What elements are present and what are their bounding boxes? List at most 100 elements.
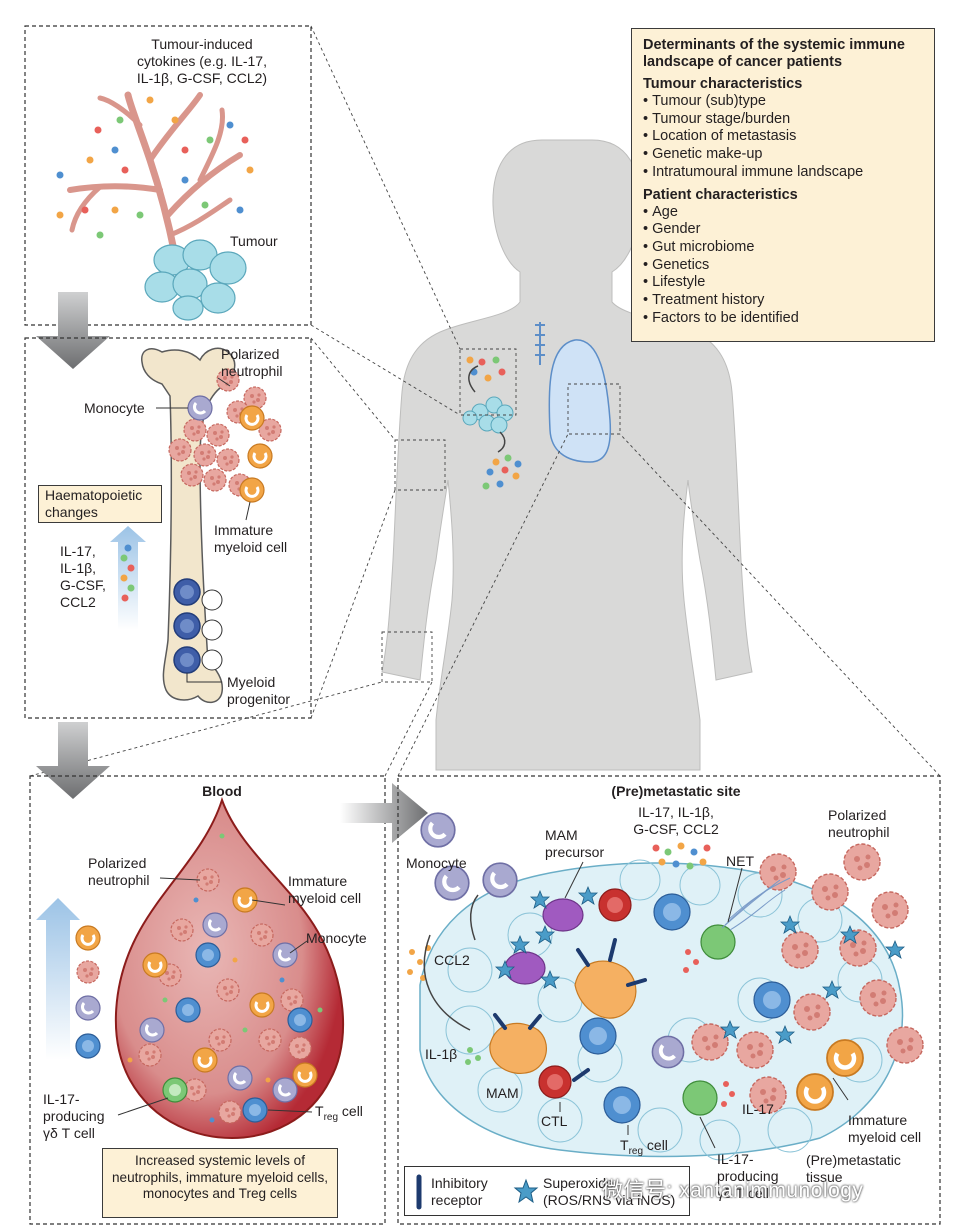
left-monocyte [74, 994, 102, 1022]
cytokines-label-2: cytokines (e.g. IL-17, [137, 53, 267, 69]
cytokines-label-3: IL-1β, G-CSF, CCL2) [137, 70, 267, 86]
right-arrow [340, 783, 428, 843]
list-item: Tumour (sub)type [643, 93, 924, 111]
tumour-panel [24, 25, 312, 326]
body-cytokine-dots [466, 356, 522, 490]
list-item: Gender [643, 221, 924, 239]
bone-progenitor-1: Myeloid [227, 674, 275, 690]
blood-title: Blood [202, 783, 242, 799]
watermark: 微信号: xantanimmunology [602, 1179, 864, 1202]
bone-cytokine-dots [120, 544, 135, 602]
metastatic-panel [397, 775, 941, 1225]
bone-polarized-2: neutrophil [221, 363, 283, 379]
blood-increase-arrow [36, 898, 80, 1060]
patient-characteristics-list: Age Gender Gut microbiome Genetics Lifes… [643, 204, 924, 328]
bone-immature-1: Immature [214, 522, 273, 538]
blood-immature-2: myeloid cell [288, 890, 361, 906]
metastatic-cells [421, 813, 924, 1124]
legend-inhibitory-2: receptor [431, 1192, 483, 1208]
cytokine-up-arrow [110, 526, 146, 630]
blood-treg-label: Treg cell [315, 1103, 363, 1123]
bone-progenitor-2: progenitor [227, 691, 290, 707]
bone-monocyte: Monocyte [84, 400, 145, 416]
list-item: Age [643, 204, 924, 222]
legend: Inhibitory receptor Superoxide (ROS/RNS … [404, 1166, 690, 1216]
met-il17prod-1: IL-17- [717, 1151, 754, 1167]
tumour-cytokine-dots [56, 96, 254, 239]
list-item: Lifestyle [643, 274, 924, 292]
met-mam-precursor-2: precursor [545, 844, 604, 860]
list-item: Genetics [643, 257, 924, 275]
determinants-title: Determinants of the systemic immune land… [643, 37, 905, 70]
patient-characteristics-heading: Patient characteristics [643, 186, 798, 203]
met-il1b: IL-1β [425, 1046, 457, 1062]
body-tumour-cluster [462, 396, 514, 434]
list-item: Location of metastasis [643, 128, 924, 146]
list-item: Factors to be identified [643, 310, 924, 328]
met-tissue-1: (Pre)metastatic [806, 1152, 901, 1168]
legend-superoxide-2: (ROS/RNS via iNOS) [543, 1192, 676, 1208]
human-body [381, 139, 753, 771]
list-item: Treatment history [643, 292, 924, 310]
met-treg-label: Treg cell [620, 1137, 668, 1157]
tumour-label: Tumour [230, 233, 278, 249]
blood-panel [29, 775, 386, 1225]
bone-marrow-cells [168, 368, 282, 674]
blood-dots [127, 833, 323, 1123]
bone-cyto-3: G-CSF, [60, 577, 106, 593]
tumour-cells [144, 239, 247, 321]
blood-monocyte: Monocyte [306, 930, 367, 946]
met-immature-1: Immature [848, 1112, 907, 1128]
tumour-characteristics-heading: Tumour characteristics [643, 76, 803, 92]
zoom-guides [29, 25, 941, 777]
met-il17: IL-17 [742, 1101, 774, 1117]
tumour-characteristics-list: Tumour (sub)type Tumour stage/burden Loc… [643, 93, 924, 182]
inhibitory-receptors [493, 938, 647, 1082]
met-il17prod-3: γδ T cell [717, 1185, 769, 1201]
met-net: NET [726, 853, 754, 869]
bone [141, 347, 236, 704]
list-item: Gut microbiome [643, 239, 924, 257]
met-ccl2: CCL2 [434, 952, 470, 968]
met-il17prod-2: producing [717, 1168, 779, 1184]
left-treg [75, 1033, 101, 1059]
bone-polarized-1: Polarized [221, 346, 279, 362]
metastatic-title: (Pre)metastatic site [611, 783, 740, 799]
legend-superoxide-1: Superoxide [543, 1175, 614, 1191]
superoxide-icon [513, 1178, 539, 1204]
inhibitory-receptor-icon [416, 1174, 422, 1210]
tumour-vessel [67, 91, 243, 259]
list-item: Genetic make-up [643, 146, 924, 164]
legend-inhibitory-1: Inhibitory [431, 1175, 488, 1191]
down-arrow-1 [36, 292, 110, 369]
met-cyto-1: IL-17, IL-1β, [638, 804, 714, 820]
metastatic-cyto-dots [407, 842, 735, 1107]
left-neutrophil [76, 960, 100, 984]
systemic-levels-summary: Increased systemic levels of neutrophils… [102, 1148, 338, 1218]
net-strands [721, 877, 791, 931]
body-zoom-lung [567, 383, 621, 435]
down-arrow-2 [36, 722, 110, 799]
bone-cyto-4: CCL2 [60, 594, 96, 610]
bone-panel [24, 337, 312, 719]
met-ctl: CTL [541, 1113, 568, 1129]
body-zoom-tumour [459, 348, 517, 416]
left-immature-cell [74, 924, 102, 952]
met-mam: MAM [486, 1085, 519, 1101]
body-zoom-blood [381, 631, 433, 683]
met-tissue-2: tissue [806, 1169, 843, 1185]
bone-cyto-1: IL-17, [60, 543, 96, 559]
met-cyto-2: G-CSF, CCL2 [633, 821, 719, 837]
bone-cyto-2: IL-1β, [60, 560, 96, 576]
blood-immature-1: Immature [288, 873, 347, 889]
blood-drop [114, 796, 345, 1140]
met-mam-precursor-1: MAM [545, 827, 578, 843]
met-polarized-1: Polarized [828, 807, 886, 823]
met-immature-2: myeloid cell [848, 1129, 921, 1145]
haematopoietic-changes-box: Haematopoietic changes [38, 485, 162, 523]
blood-polarized-1: Polarized [88, 855, 146, 871]
list-item: Intratumoural immune landscape [643, 164, 924, 182]
met-polarized-2: neutrophil [828, 824, 890, 840]
determinants-box: Determinants of the systemic immune land… [631, 28, 935, 342]
